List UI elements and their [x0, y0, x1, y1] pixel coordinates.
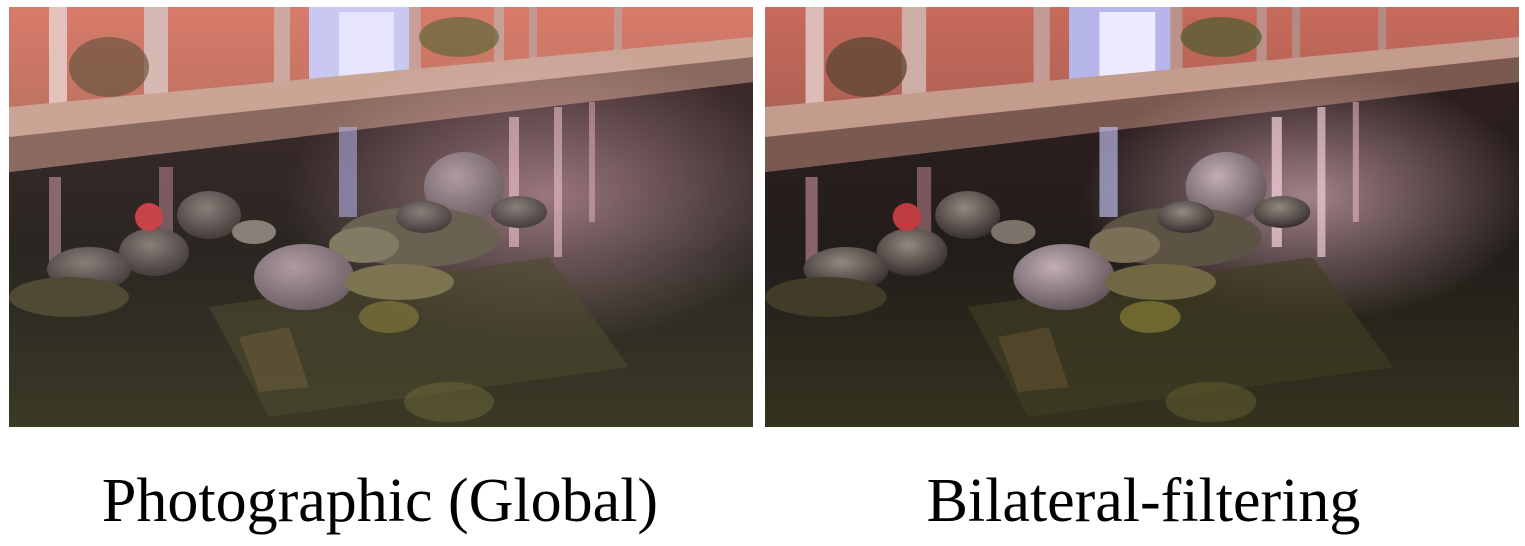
pond-scene-image: [9, 7, 753, 427]
tone-mapped-photo-bilateral: [765, 7, 1519, 427]
caption-photographic-global: Photographic (Global): [101, 467, 659, 535]
pond-scene-image: [765, 7, 1519, 427]
tone-mapped-photo-global: [9, 7, 753, 427]
caption-bilateral-filtering: Bilateral-filtering: [926, 467, 1361, 535]
